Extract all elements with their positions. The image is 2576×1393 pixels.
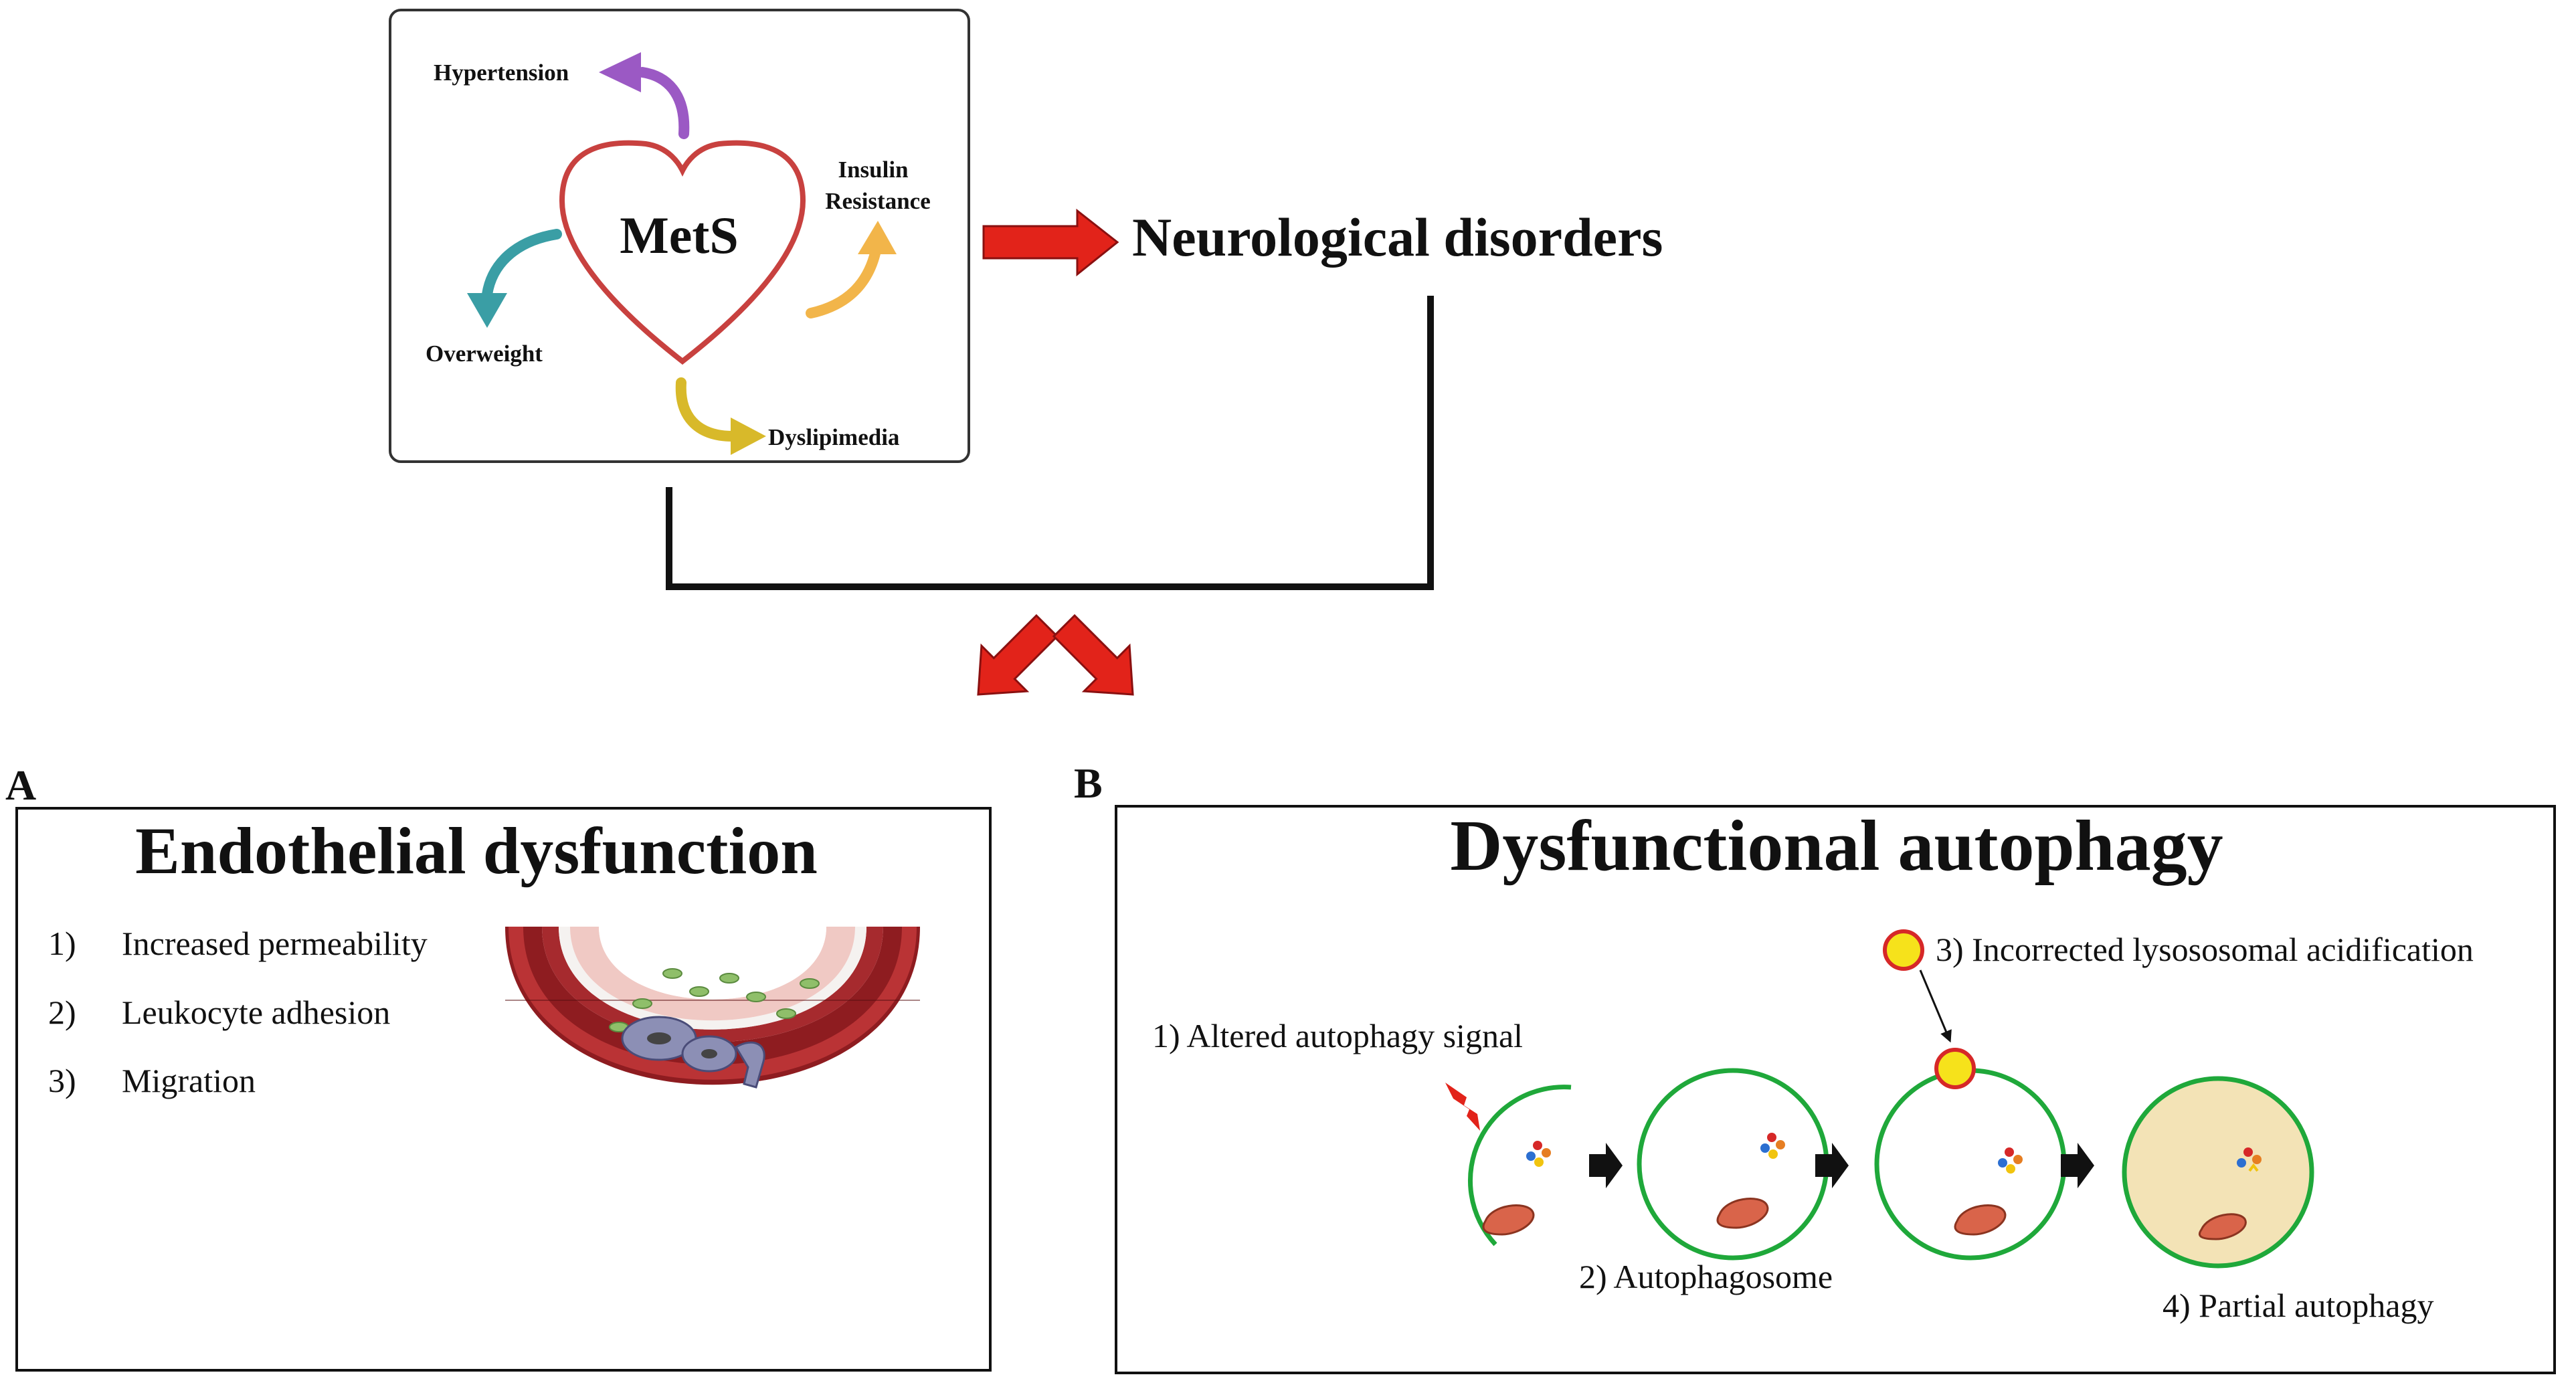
step-arrow-1 [1589,1143,1623,1188]
mets-label: MetS [620,206,739,264]
insulin-arrow [806,221,897,318]
step-arrow-3 [2061,1143,2094,1188]
phagophore [1467,1085,1572,1246]
panel-a-item-3-num: 3) [48,1062,76,1099]
lysosome-pointer-line [1919,969,1952,1043]
mitochondrion-3 [1954,1204,2007,1236]
connector-bracket [666,296,1434,590]
lysosome-icon [1883,929,1924,971]
mitochondrion-4 [2198,1213,2247,1240]
panel-a: A Endothelial dysfunction 1) Increased p… [5,761,992,1372]
mitochondrion-1 [1482,1204,1535,1236]
cargo-dots-2 [1760,1133,1785,1159]
dyslipimedia-label: Dyslipimedia [768,424,899,450]
insulin-label-line1: Insulin [838,157,908,183]
panel-a-box [15,807,992,1372]
panel-a-item-2-num: 2) [48,994,76,1031]
step4-label: 4) Partial autophagy [2163,1287,2433,1324]
blood-vessel-illustration [505,927,920,1089]
neurological-disorders-label: Neurological disorders [1132,207,1663,268]
panel-b-title: Dysfunctional autophagy [1450,806,2223,886]
split-arrow-right [1052,614,1134,696]
step-arrow-2 [1815,1143,1849,1188]
overweight-arrow [467,229,562,328]
step1-label: 1) Altered autophagy signal [1152,1017,1523,1054]
panel-a-item-1-num: 1) [48,925,76,962]
heart-shape [559,140,806,365]
step3-label: 3) Incorrected lysososomal acidification [1936,931,2474,968]
split-arrow-left [977,614,1059,696]
overweight-label: Overweight [426,341,543,367]
panel-a-item-1-text: Increased permeability [122,925,428,962]
step2-label: 2) Autophagosome [1579,1258,1833,1295]
panel-a-letter: A [5,761,36,809]
cargo-dots-4 [2237,1147,2262,1172]
hypertension-label: Hypertension [434,60,569,86]
cargo-dots-3 [1998,1147,2023,1174]
partial-autolysosome [2122,1076,2314,1269]
insulin-label-line2: Resistance [825,188,930,214]
panel-b-box [1115,805,2556,1374]
mets-diagram: MetS Hypertension Insulin Resistance Ove… [389,9,970,463]
cargo-dots-1 [1526,1141,1551,1167]
hypertension-arrow [599,52,690,139]
panel-a-item-3-text: Migration [122,1062,256,1099]
lightning-bolt-icon [1445,1083,1480,1131]
panel-a-item-2-text: Leukocyte adhesion [122,994,390,1031]
panel-b-letter: B [1074,759,1103,807]
mets-to-neuro-arrow [982,208,1119,277]
dyslipimedia-arrow [675,377,766,455]
panel-a-title: Endothelial dysfunction [135,814,818,888]
lysosome-docked [1934,1048,1976,1089]
mets-box [389,9,970,463]
mitochondrion-2 [1716,1198,1769,1229]
panel-b: B Dysfunctional autophagy 1) Altered aut… [1074,759,2556,1374]
